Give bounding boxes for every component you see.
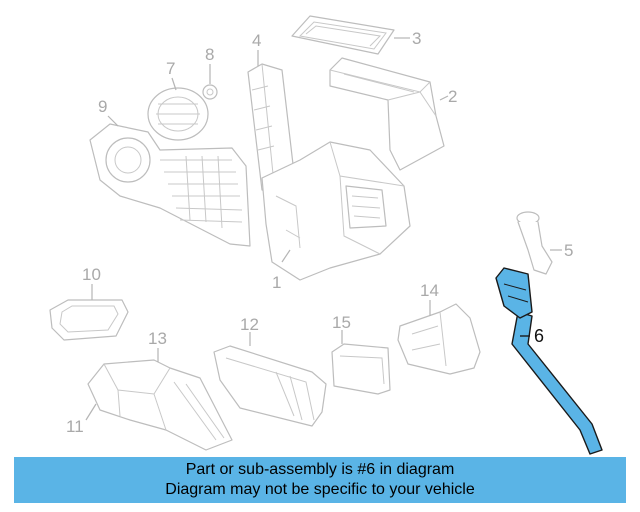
part-14-outlet <box>397 303 481 375</box>
part-7-blower-motor <box>147 87 209 141</box>
banner-line-2: Diagram may not be specific to your vehi… <box>165 481 475 498</box>
part-12-filter-housing <box>213 345 327 427</box>
callout-11: 11 <box>66 417 84 436</box>
callout-2: 2 <box>448 87 457 106</box>
callout-8: 8 <box>205 45 214 64</box>
part-10-gasket <box>49 299 129 341</box>
callout-7: 7 <box>166 59 175 78</box>
part-15-filter <box>331 343 391 395</box>
callout-14: 14 <box>420 281 439 300</box>
callout-13: 13 <box>148 329 167 348</box>
banner-line-1: Part or sub-assembly is #6 in diagram <box>185 461 455 478</box>
part-13-lower-duct <box>87 359 233 451</box>
callout-1: 1 <box>272 273 281 292</box>
part-9-blower-housing <box>89 123 251 247</box>
info-banner: Part or sub-assembly is #6 in diagram Di… <box>14 457 626 503</box>
part-2-duct <box>329 57 445 171</box>
callout-5: 5 <box>564 241 573 260</box>
part-5-elbow <box>516 211 553 275</box>
callout-3: 3 <box>412 29 421 48</box>
part-8-ring <box>202 84 218 100</box>
part-3-filter <box>291 15 395 55</box>
callout-9: 9 <box>98 97 107 116</box>
part-1-main-housing <box>261 141 411 281</box>
callout-15: 15 <box>332 313 351 332</box>
callout-6: 6 <box>534 326 544 346</box>
callout-12: 12 <box>240 315 259 334</box>
callout-4: 4 <box>252 31 261 50</box>
callout-10: 10 <box>82 265 101 284</box>
part-6-drain-hose <box>495 267 603 455</box>
